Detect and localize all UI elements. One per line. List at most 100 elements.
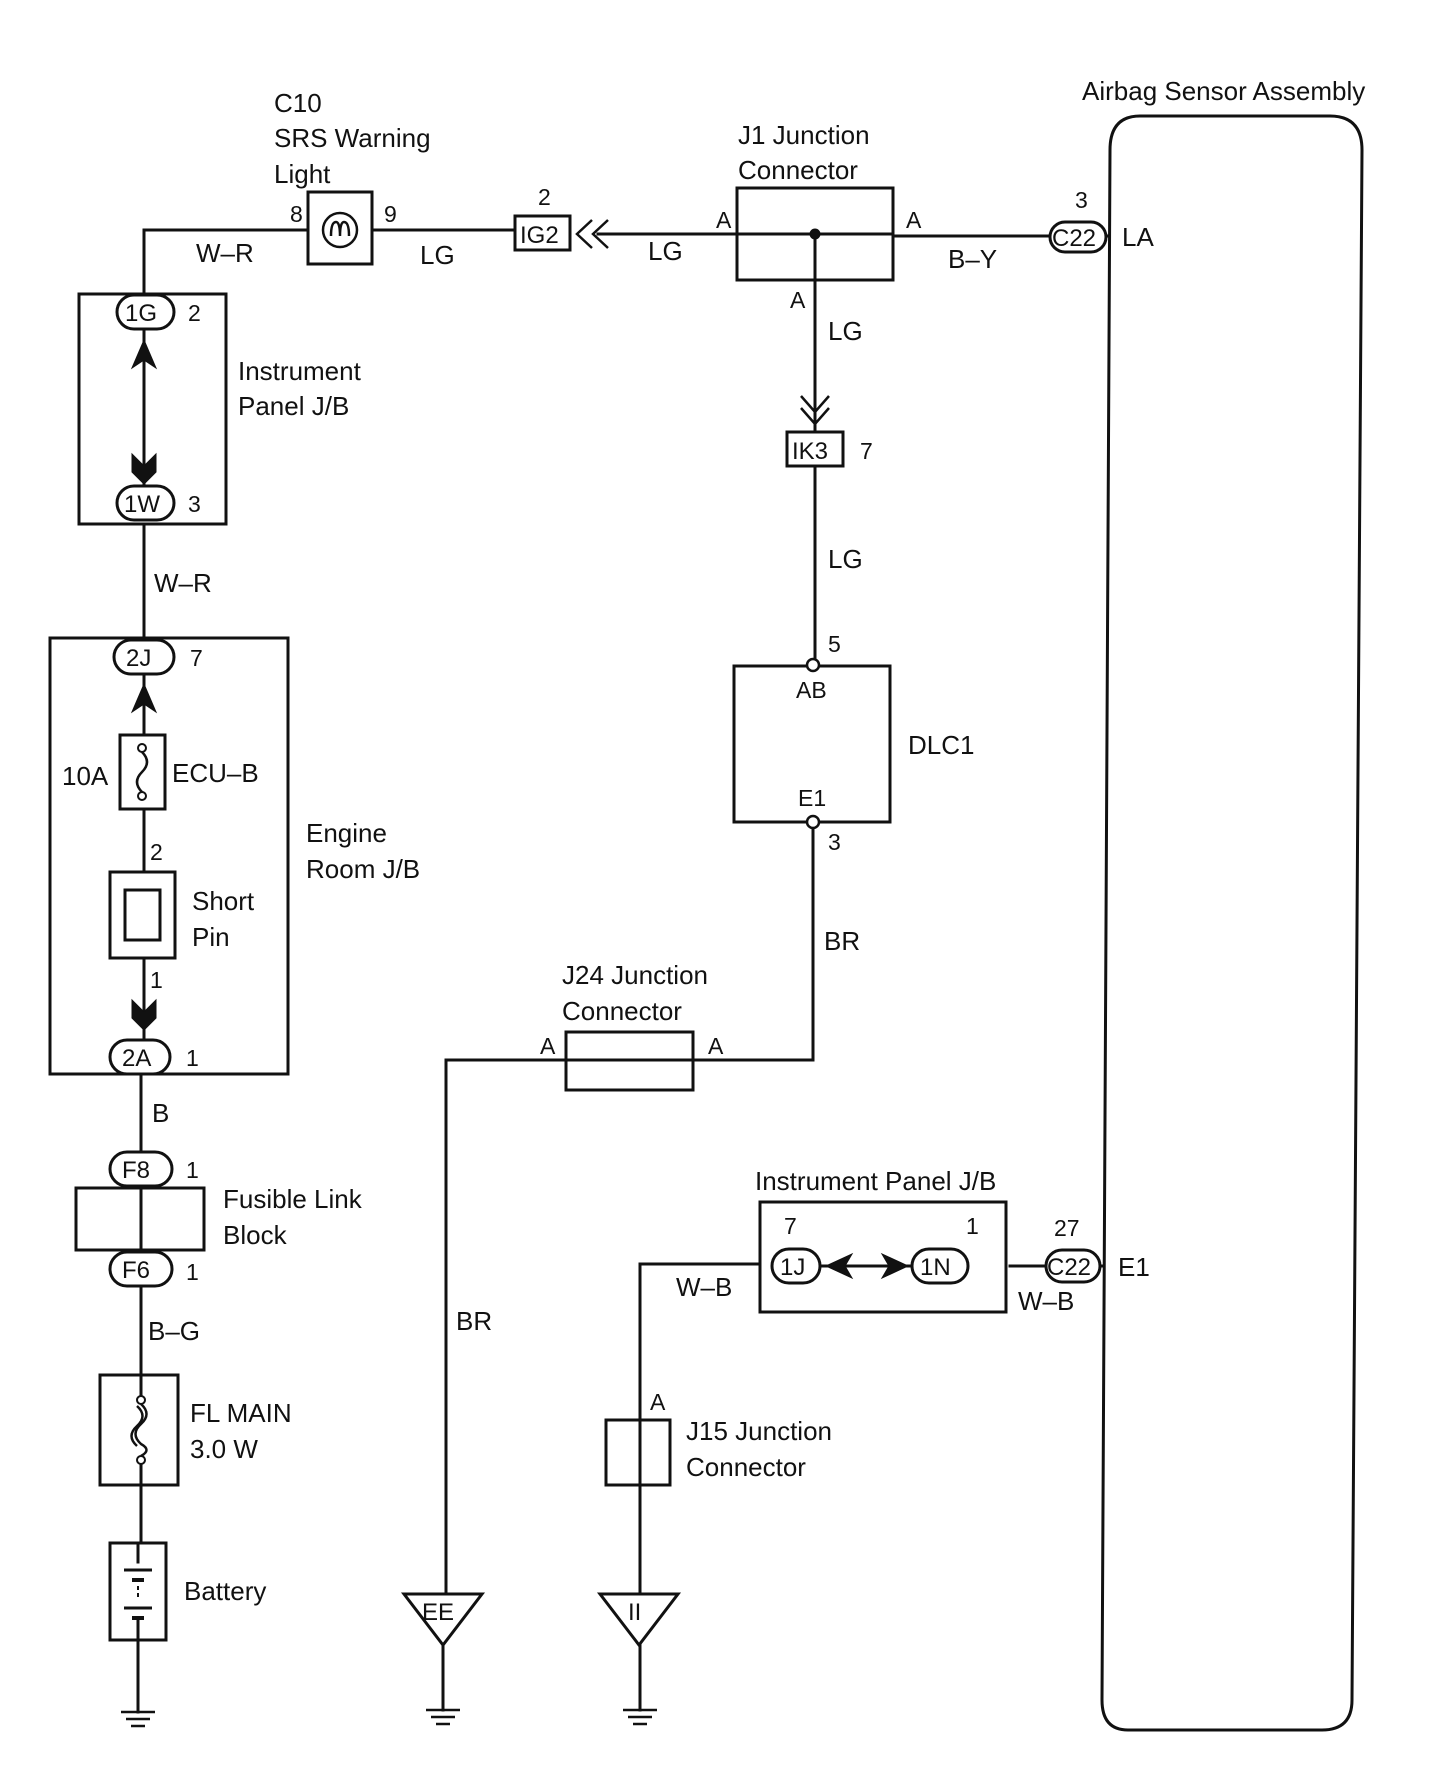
- j1-line2: Connector: [738, 155, 858, 185]
- fl-main-line1: FL MAIN: [190, 1398, 292, 1428]
- dlc1-pin-bottom: 3: [828, 829, 841, 855]
- j24-line2: Connector: [562, 996, 682, 1026]
- ecu-b-fuse-rating: 10A: [62, 761, 109, 791]
- arrow-right-icon: [880, 1252, 910, 1280]
- dlc1: 5 3 AB E1 DLC1: [732, 631, 974, 855]
- dlc1-pin-top: 5: [828, 631, 841, 657]
- wire-label-w-b-left: W–B: [676, 1272, 732, 1302]
- engine-room-jb: 2J 7 10A ECU–B 2 Short Pin 1 2A 1 Engine…: [48, 636, 420, 1076]
- c10-name-line1: SRS Warning: [274, 123, 431, 153]
- c10-name-line2: Light: [274, 159, 331, 189]
- j15-pin: A: [650, 1389, 666, 1415]
- airbag-sensor-assembly: Airbag Sensor Assembly LA E1: [1082, 76, 1365, 1732]
- er-jb-conn-bottom: 2A: [122, 1045, 151, 1072]
- c10-pin-left: 8: [290, 201, 303, 227]
- ground-symbols: [121, 1708, 657, 1728]
- battery-name: Battery: [184, 1576, 266, 1606]
- wire-w-b-left: [638, 1262, 779, 1422]
- chevron-down-icon-2: [800, 407, 830, 426]
- j15-box: [604, 1418, 672, 1487]
- ecu-b-fuse-name: ECU–B: [172, 758, 259, 788]
- ground-ee: EE: [400, 1592, 486, 1648]
- c22-top-connector: C22 3: [1048, 187, 1108, 254]
- ground-ii-triangle: [596, 1592, 682, 1648]
- ip-jb-top-pin-top: 2: [188, 300, 201, 326]
- ip-jb-bottom-conn-right: 1N: [920, 1254, 951, 1281]
- er-jb-pin-top: 7: [190, 645, 203, 671]
- c22-bottom-oval: [1044, 1248, 1102, 1284]
- ig2-pin: 2: [538, 184, 551, 210]
- ip-jb-top-pin-bottom: 3: [188, 491, 201, 517]
- arrow-up-icon: [130, 338, 158, 370]
- arrow-up-icon-2: [130, 682, 158, 714]
- airbag-terminal-e1: E1: [1118, 1252, 1150, 1282]
- wire-label-lg-vert2: LG: [828, 544, 863, 574]
- er-jb-line1: Engine: [306, 818, 387, 848]
- fl-main-terminal-bottom: [136, 1455, 146, 1465]
- lamp-icon: [321, 211, 359, 249]
- dlc1-name: DLC1: [908, 730, 974, 760]
- er-jb-conn-bottom-oval: [108, 1038, 172, 1076]
- ip-jb-bottom-pin-right: 1: [966, 1213, 979, 1239]
- ip-jb-top-line2: Panel J/B: [238, 391, 349, 421]
- wire-label-br-left: BR: [456, 1306, 492, 1336]
- j1-junction-connector: J1 Junction Connector A A A: [716, 120, 922, 313]
- ground-ii-label: II: [628, 1599, 641, 1626]
- fusible-pin-bottom: 1: [186, 1259, 199, 1285]
- j24-junction-connector: J24 Junction Connector A A: [540, 960, 724, 1092]
- fusible-conn-top: F8: [122, 1157, 150, 1184]
- short-pin-line2: Pin: [192, 922, 230, 952]
- instrument-panel-jb-top: 1G 2 1W 3 Instrument Panel J/B: [77, 292, 362, 526]
- c22-bottom-connector: C22 27: [1044, 1215, 1102, 1284]
- er-jb-line2: Room J/B: [306, 854, 420, 884]
- ground-icon-3: [623, 1708, 657, 1726]
- short-pin-bottom: 1: [150, 967, 163, 993]
- fusible-conn-bottom: F6: [122, 1257, 150, 1284]
- ip-jb-bottom-conn-right-oval: [910, 1247, 970, 1285]
- fusible-conn-bottom-oval: [108, 1250, 174, 1288]
- c22-bottom-pin: 27: [1054, 1215, 1080, 1241]
- instrument-panel-jb-bottom: 1J 1N 7 1 Instrument Panel J/B: [755, 1166, 1008, 1314]
- fusible-conn-top-oval: [108, 1150, 174, 1188]
- fuse-terminal-bottom: [137, 791, 147, 801]
- chevron-left-icon-2: [591, 219, 609, 249]
- wire-label-b-y: B–Y: [948, 244, 997, 274]
- ip-jb-top-line1: Instrument: [238, 356, 362, 386]
- wire-label-b-g: B–G: [148, 1316, 200, 1346]
- ground-ee-triangle: [400, 1592, 486, 1648]
- dlc1-terminal-e1-dot: [805, 814, 821, 830]
- er-jb-conn-top-oval: [112, 638, 176, 676]
- j1-pin-left: A: [716, 207, 732, 233]
- j1-pin-right: A: [906, 207, 922, 233]
- j15-line2: Connector: [686, 1452, 806, 1482]
- j24-line1: J24 Junction: [562, 960, 708, 990]
- fusible-link-line2: Block: [223, 1220, 288, 1250]
- wire-br-right: [691, 828, 815, 1062]
- ip-jb-bottom-conn-left: 1J: [780, 1254, 805, 1281]
- wire-label-br-right: BR: [824, 926, 860, 956]
- j1-line1: J1 Junction: [738, 120, 870, 150]
- c22-top-oval: [1048, 220, 1108, 254]
- engine-room-jb-box: [48, 636, 290, 1076]
- j15-line1: J15 Junction: [686, 1416, 832, 1446]
- er-jb-conn-top: 2J: [126, 645, 151, 672]
- er-jb-pin-bottom: 1: [186, 1045, 199, 1071]
- fusible-link-line1: Fusible Link: [223, 1184, 363, 1214]
- fusible-link-icon-2: [130, 1405, 144, 1447]
- fl-main-box: [98, 1373, 180, 1487]
- arrow-down-icon: [131, 452, 157, 485]
- arrow-left-icon: [824, 1252, 854, 1280]
- lamp-filament-icon: [329, 220, 351, 237]
- j24-pin-right: A: [708, 1033, 724, 1059]
- ground-icon-2: [426, 1708, 460, 1726]
- wire-labels: W–R LG LG B–Y LG LG W–R BR B BR W–B W–B …: [148, 236, 1074, 1346]
- airbag-sensor-body: [1100, 114, 1364, 1732]
- wire-label-lg-left: LG: [420, 240, 455, 270]
- arrow-down-icon-2: [131, 998, 157, 1031]
- fl-main-terminal-top: [136, 1395, 146, 1405]
- c22-top-pin: 3: [1075, 187, 1088, 213]
- dlc1-terminal-ab-dot: [805, 657, 821, 673]
- wire-label-b: B: [152, 1098, 169, 1128]
- wire-w-r-top: [142, 228, 310, 314]
